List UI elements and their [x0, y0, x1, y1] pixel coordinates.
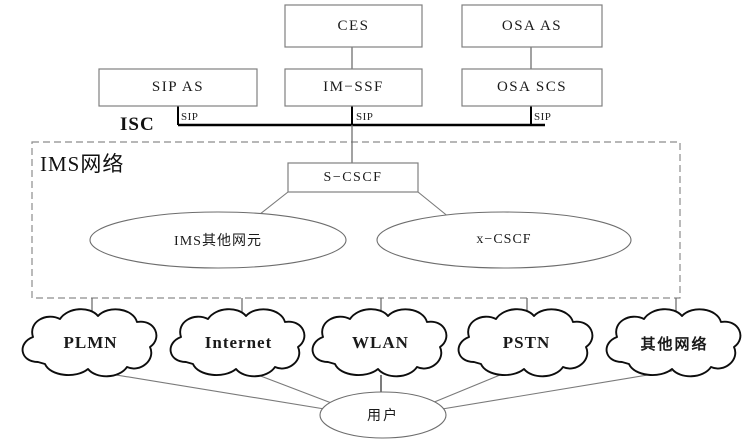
cloud-internet	[169, 308, 306, 378]
ellipse-user	[319, 391, 447, 439]
connector-other-network-to-user	[411, 370, 673, 415]
cloud-plmn	[21, 308, 158, 378]
box-osa-scs	[461, 68, 603, 107]
ellipse-x-cscf	[376, 211, 632, 269]
ellipse-ims-other-elements	[89, 211, 347, 269]
connector-plmn-to-user	[91, 370, 356, 415]
cloud-other-network	[605, 308, 742, 378]
cloud-pstn	[457, 308, 594, 378]
box-im-ssf	[284, 68, 423, 107]
box-sip-as	[98, 68, 258, 107]
box-s-cscf	[287, 162, 419, 193]
box-ces	[284, 4, 423, 48]
ims-zone-boundary	[31, 141, 681, 299]
box-osa-as	[461, 4, 603, 48]
cloud-wlan	[311, 308, 448, 378]
